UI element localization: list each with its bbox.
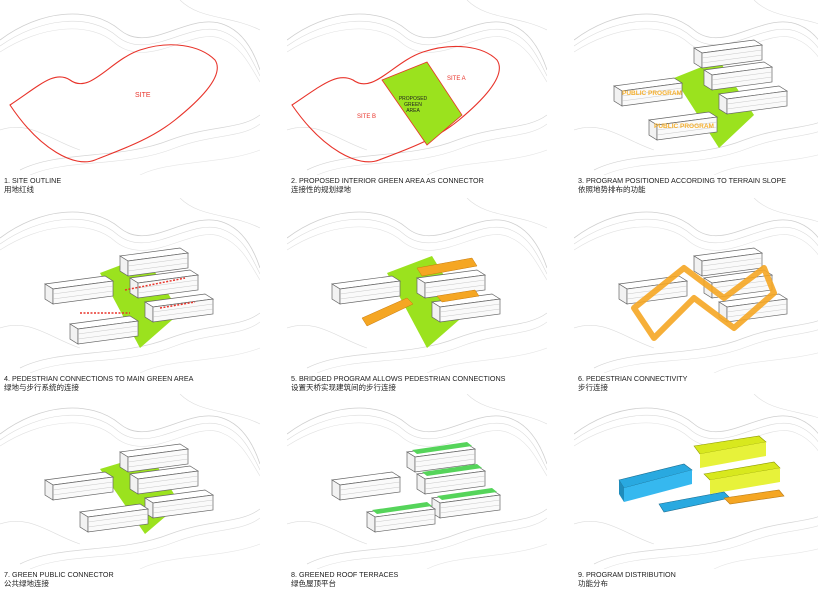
panel-roof-terraces: 8. GREENED ROOF TERRACES 绿色屋顶平台	[287, 394, 547, 590]
panel-bridged-program: 5. BRIDGED PROGRAM ALLOWS PEDESTRIAN CON…	[287, 198, 547, 394]
connection-arrow	[159, 301, 196, 309]
green-public-diagram	[0, 394, 260, 569]
site-boundary	[291, 45, 500, 163]
caption-title: 9. PROGRAM DISTRIBUTION	[578, 570, 676, 579]
program-distribution-diagram	[574, 394, 818, 569]
panel-site-outline: SITE 1. SITE OUTLINE 用地红线	[0, 0, 260, 196]
site-label: SITE	[135, 92, 151, 99]
bridge-program	[416, 257, 478, 277]
program-block-yellow-green	[700, 442, 766, 468]
public-program-label-2: PUBLIC PROGRAM	[654, 123, 714, 130]
roof-terrace	[437, 488, 497, 500]
program-block-orange	[723, 489, 785, 505]
bridge-program	[361, 297, 414, 327]
caption-title: 2. PROPOSED INTERIOR GREEN AREA AS CONNE…	[291, 176, 484, 185]
caption-subtitle: 设置天桥实现建筑间的步行连接	[291, 383, 396, 392]
program-block-blue	[624, 470, 692, 502]
bridge-program	[436, 289, 480, 303]
site-boundary	[9, 44, 218, 163]
caption-title: 4. PEDESTRIAN CONNECTIONS TO MAIN GREEN …	[4, 374, 194, 383]
panel-pedestrian-green: 4. PEDESTRIAN CONNECTIONS TO MAIN GREEN …	[0, 198, 260, 394]
panel-program-distribution: 9. PROGRAM DISTRIBUTION 功能分布	[574, 394, 818, 590]
caption-subtitle: 用地红线	[4, 185, 34, 194]
caption-subtitle: 连接性的规划绿地	[291, 185, 351, 194]
proposed-green-area	[381, 61, 463, 146]
site-b-label: SITE B	[357, 114, 376, 120]
panel-pedestrian-connectivity: 6. PEDESTRIAN CONNECTIVITY 步行连接	[574, 198, 818, 394]
caption-title: 5. BRIDGED PROGRAM ALLOWS PEDESTRIAN CON…	[291, 374, 506, 383]
site-outline-diagram: SITE	[0, 0, 260, 175]
pedestrian-network	[631, 265, 777, 341]
green-area	[674, 60, 754, 148]
program-block-blue	[619, 480, 624, 502]
pedestrian-green-diagram	[0, 198, 260, 373]
program-block-blue	[658, 491, 731, 513]
caption-title: 1. SITE OUTLINE	[4, 176, 62, 185]
connection-arrow	[124, 277, 186, 291]
caption-title: 7. GREEN PUBLIC CONNECTOR	[4, 570, 114, 579]
panel-green-public: 7. GREEN PUBLIC CONNECTOR 公共绿地连接	[0, 394, 260, 590]
program-block-yellow-green	[710, 468, 780, 494]
public-program-label: PUBLIC PROGRAM	[622, 90, 682, 97]
caption-subtitle: 绿地与步行系统的连接	[4, 383, 79, 392]
pedestrian-connectivity-diagram	[574, 198, 818, 373]
caption-title: 6. PEDESTRIAN CONNECTIVITY	[578, 374, 688, 383]
panel-program-terrain: PUBLIC PROGRAM PUBLIC PROGRAM 3. PROGRAM…	[574, 0, 818, 196]
roof-terrace	[422, 464, 482, 476]
caption-subtitle: 绿色屋顶平台	[291, 579, 336, 588]
caption-title: 3. PROGRAM POSITIONED ACCORDING TO TERRA…	[578, 176, 787, 185]
green-area	[100, 256, 180, 348]
site-a-label: SITE A	[447, 76, 466, 82]
program-diagram: PUBLIC PROGRAM PUBLIC PROGRAM	[574, 0, 818, 175]
roof-terrace	[412, 442, 472, 454]
green-area	[387, 256, 467, 348]
caption-subtitle: 功能分布	[578, 579, 608, 588]
caption-subtitle: 公共绿地连接	[4, 579, 49, 588]
caption-subtitle: 依照地势排布的功能	[578, 185, 646, 194]
caption-title: 8. GREENED ROOF TERRACES	[291, 570, 399, 579]
roof-terraces-diagram	[287, 394, 547, 569]
bridged-program-diagram	[287, 198, 547, 373]
roof-terrace	[372, 502, 432, 514]
caption-subtitle: 步行连接	[578, 383, 608, 392]
